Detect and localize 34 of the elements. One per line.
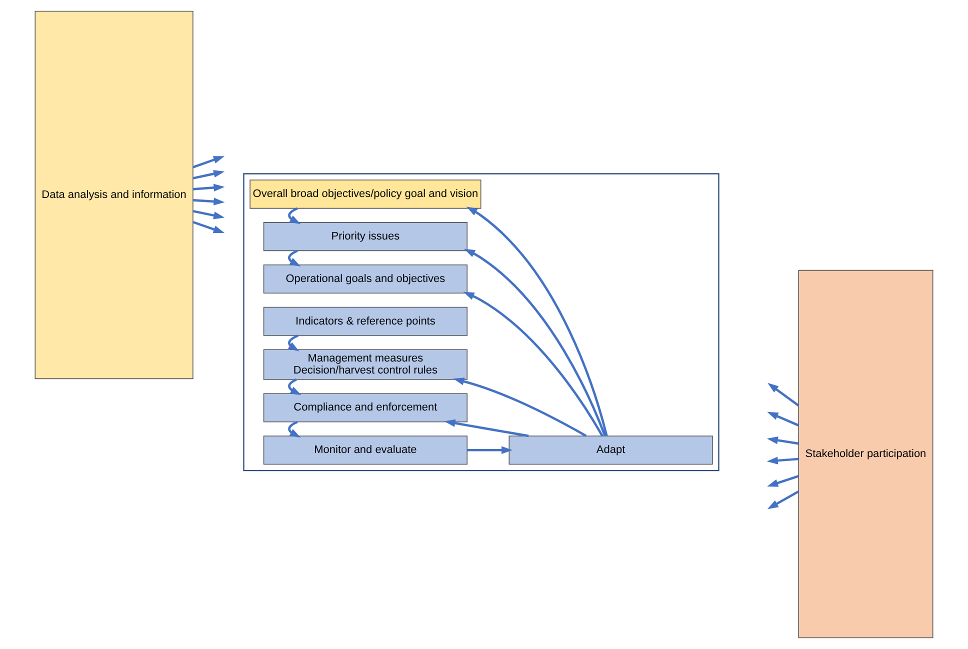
arrow: [467, 446, 513, 454]
node-box: Monitor and evaluate: [263, 436, 468, 465]
node-box: Adapt: [508, 436, 713, 465]
node-box: Operational goals and objectives: [263, 264, 468, 294]
arrow: [767, 474, 799, 487]
arrow: [767, 412, 799, 426]
cluster: [243, 173, 720, 472]
arrow: [466, 206, 608, 436]
arrow: [444, 419, 529, 438]
arrow: [463, 292, 604, 437]
arrow: [288, 207, 301, 224]
arrow: [453, 378, 587, 437]
node-box: Indicators & reference points: [263, 306, 468, 336]
node-box: Overall broad objectives/policy goal and vision: [250, 180, 482, 209]
node-box: Priority issues: [263, 222, 468, 252]
arrow: [192, 156, 225, 168]
arrow: [192, 210, 225, 220]
arrow: [767, 490, 800, 510]
arrow: [288, 420, 301, 438]
arrow: [288, 334, 300, 352]
arrow: [288, 378, 302, 396]
node-box: Data analysis and information: [34, 10, 194, 380]
arrow: [288, 250, 301, 266]
arrow: [192, 198, 225, 206]
arrow: [766, 456, 799, 464]
node-box: Stakeholder participation: [798, 270, 934, 638]
node-box: Management measures Decision/harvest control rules: [263, 349, 468, 380]
arrow: [192, 184, 225, 192]
node-box: Compliance and enforcement: [263, 393, 468, 422]
arrow: [192, 220, 225, 234]
arrow: [192, 170, 225, 180]
arrow: [464, 248, 606, 436]
arrow: [766, 436, 799, 445]
arrow: [768, 382, 800, 406]
